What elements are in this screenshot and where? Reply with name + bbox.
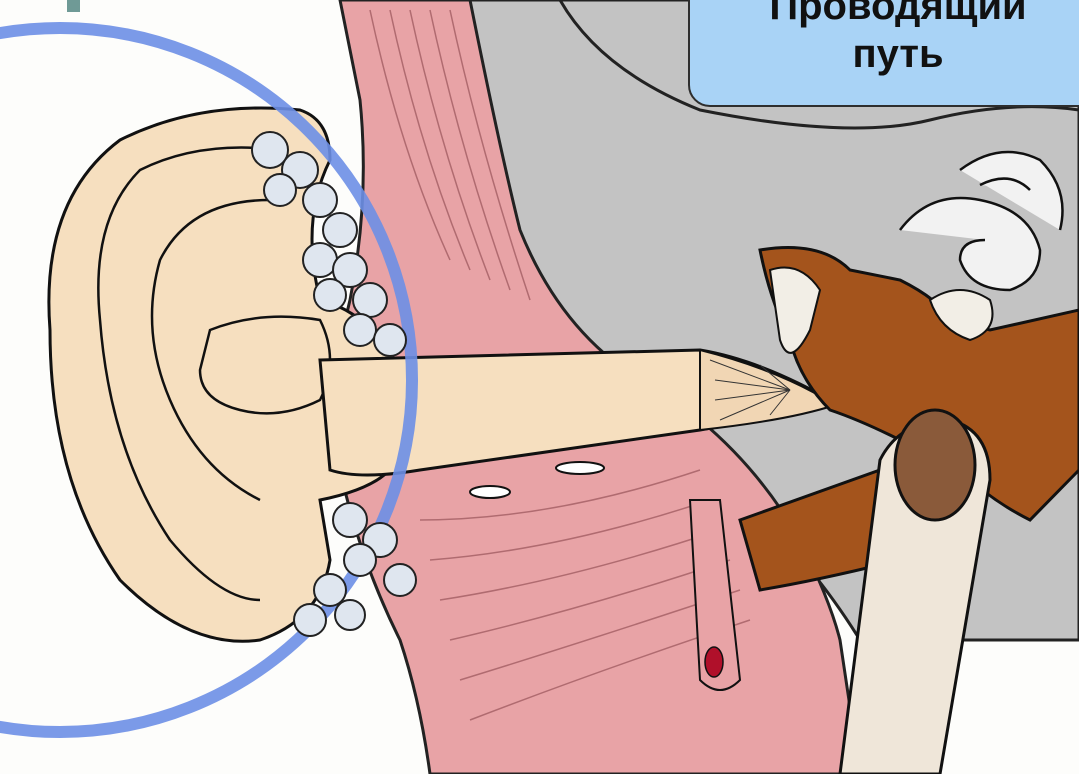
tragus bbox=[200, 317, 330, 414]
callout-line-1: Проводящий bbox=[690, 0, 1079, 29]
slide-title-fragment bbox=[67, 0, 80, 12]
canal-gland bbox=[470, 486, 510, 498]
canal-gland bbox=[556, 462, 604, 474]
vessel-lumen bbox=[705, 647, 723, 677]
callout-line-2: путь bbox=[690, 32, 1079, 77]
tube-opening bbox=[895, 410, 975, 520]
conduction-path-callout: Проводящий путь bbox=[688, 0, 1079, 107]
